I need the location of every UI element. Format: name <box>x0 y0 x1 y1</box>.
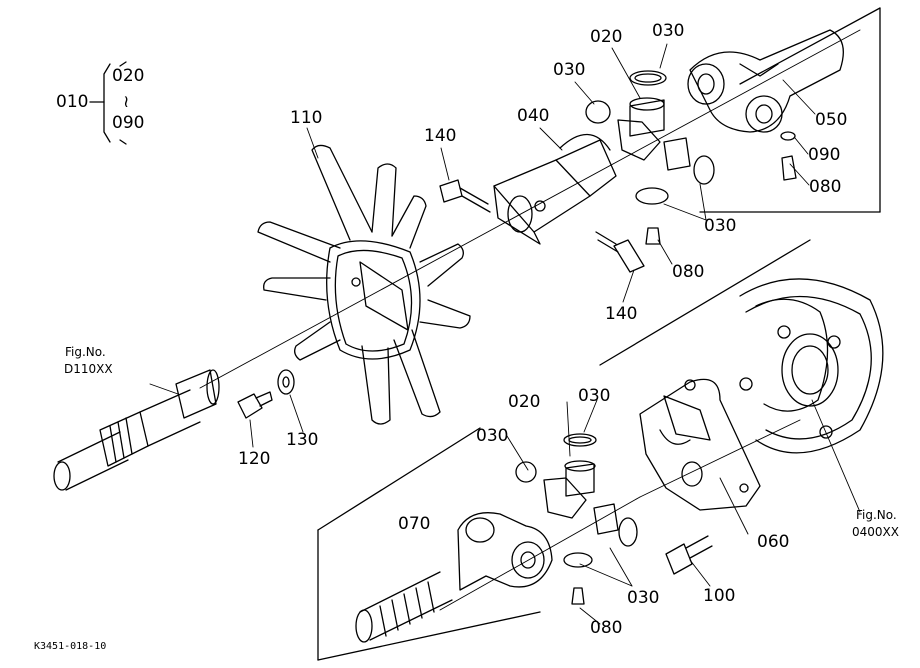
part-label-100: 100 <box>703 586 736 606</box>
axis-lines <box>199 29 861 611</box>
flange-yoke-lower <box>639 378 761 511</box>
part-label-110: 110 <box>290 108 323 128</box>
part-label-060: 060 <box>757 532 790 552</box>
part-label-030-top-lower: 030 <box>578 386 611 406</box>
part-label-030-lower-lower: 030 <box>627 588 660 608</box>
flange-yoke-upper <box>439 133 645 273</box>
bolt-and-washer <box>237 369 295 419</box>
part-label-020-upper: 020 <box>590 27 623 47</box>
part-label-030-lower-upper: 030 <box>704 216 737 236</box>
range-tilde: ≀ <box>123 92 130 112</box>
fig-ref-right-code: 0400XX <box>852 525 899 539</box>
part-label-140-bottom: 140 <box>605 304 638 324</box>
cooling-fan <box>257 144 471 425</box>
part-label-090-range: 090 <box>112 113 145 133</box>
part-label-020-lower: 020 <box>508 392 541 412</box>
universal-joint-lower <box>515 433 638 605</box>
bolt-100 <box>665 535 713 575</box>
group-bracket <box>89 61 127 145</box>
frame-lines <box>317 7 881 661</box>
shaft-yoke-lower <box>355 512 553 643</box>
universal-joint-upper <box>585 70 715 245</box>
part-label-010: 010 <box>56 92 89 112</box>
part-label-080-right: 080 <box>809 177 842 197</box>
fig-ref-left-label: Fig.No. <box>65 345 106 359</box>
part-label-140-top: 140 <box>424 126 457 146</box>
part-label-030-left-lower: 030 <box>476 426 509 446</box>
part-label-050: 050 <box>815 110 848 130</box>
drawing-code: K3451-018-10 <box>34 641 107 652</box>
fig-ref-left-code: D110XX <box>64 362 113 376</box>
part-label-070: 070 <box>398 514 431 534</box>
input-shaft <box>53 369 220 491</box>
part-label-020-range: 020 <box>112 66 145 86</box>
part-label-090: 090 <box>808 145 841 165</box>
crank-pulley <box>739 278 884 454</box>
part-label-080-center: 080 <box>672 262 705 282</box>
part-label-030-left-upper: 030 <box>553 60 586 80</box>
fig-ref-right-label: Fig.No. <box>856 508 897 522</box>
part-label-030-top-upper: 030 <box>652 21 685 41</box>
part-label-040: 040 <box>517 106 550 126</box>
part-label-080-lower: 080 <box>590 618 623 638</box>
part-label-130: 130 <box>286 430 319 450</box>
part-label-120: 120 <box>238 449 271 469</box>
slip-yoke-upper <box>687 29 844 181</box>
